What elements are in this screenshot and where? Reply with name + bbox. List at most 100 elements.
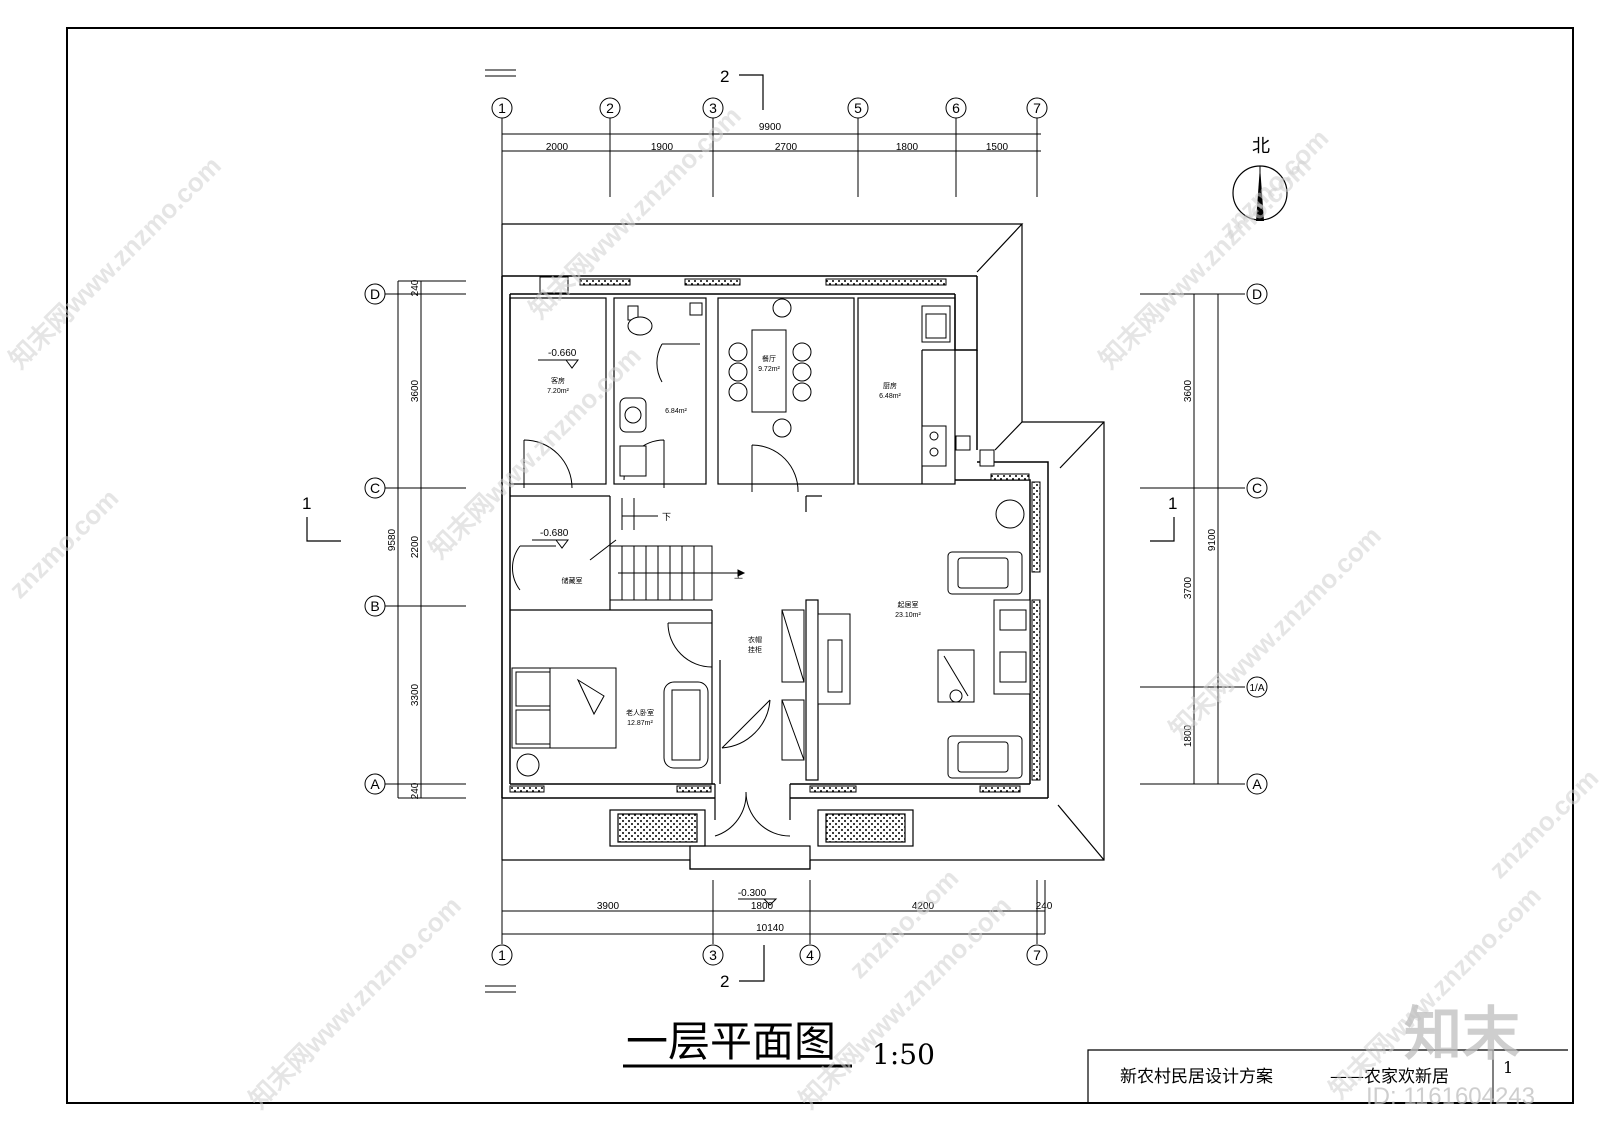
- watermark-text: znzmo.com: [1483, 763, 1600, 884]
- project-name: 新农村民居设计方案: [1120, 1067, 1273, 1087]
- bath-area: 6.84m²: [665, 408, 687, 415]
- watermark-brand-logo: 知末: [1404, 1002, 1520, 1067]
- svg-text:7: 7: [1033, 947, 1041, 963]
- kitchen-area: 6.48m²: [879, 393, 901, 400]
- watermark-text: 知末网www.znzmo.com: [1163, 520, 1387, 744]
- svg-text:7: 7: [1033, 100, 1041, 116]
- watermark-id: ID: 1161604243: [1366, 1083, 1535, 1110]
- title-block: 新农村民居设计方案 ——农家欢新居 1: [1087, 1049, 1568, 1103]
- window-right-top: [1031, 481, 1041, 573]
- axis-bubble-right-1A: 1/A: [1246, 676, 1268, 698]
- axis-bubble-left-B: B: [364, 595, 386, 617]
- guest-room-name: 客房: [551, 376, 565, 385]
- axis-bubble-top-5: 5: [847, 97, 869, 119]
- axis-bubble-bottom-7: 7: [1026, 944, 1048, 966]
- window-top-2: [579, 278, 631, 286]
- stairs-up-label: 上: [734, 570, 743, 580]
- kitchen-name: 厨房: [883, 381, 897, 390]
- left-total-dim: 9580: [387, 528, 398, 551]
- svg-text:5: 5: [854, 100, 862, 116]
- bottom-dim-4: 240: [1036, 901, 1053, 912]
- living-name: 起居室: [898, 600, 919, 609]
- window-right-upper: [990, 473, 1030, 481]
- top-dim-5: 1500: [986, 142, 1009, 153]
- window-bottom-4: [979, 785, 1021, 793]
- room-labels: 客房 7.20m² 6.84m² 餐厅 9.72m² 厨房 6.48m² 起居室…: [547, 354, 921, 727]
- bottom-total-dim: 10140: [756, 923, 784, 934]
- bottom-dim-labels: 3900 1800 4200 240 10140 -0.300: [597, 888, 1053, 934]
- watermark-layer: 知末网www.znzmo.com 知末网www.znzmo.com 知末网www…: [3, 100, 1600, 1114]
- axis-bubble-right-C: C: [1246, 477, 1268, 499]
- svg-text:C: C: [1252, 480, 1262, 496]
- project-subtitle: ——农家欢新居: [1330, 1067, 1449, 1087]
- svg-text:6: 6: [952, 100, 960, 116]
- svg-text:4: 4: [806, 947, 814, 963]
- section-mark-1-right: 1: [1150, 494, 1177, 542]
- bottom-axis-bubbles: 1 3 4 7: [491, 944, 1048, 966]
- svg-text:1: 1: [302, 494, 311, 513]
- watermark-text: 知末网www.znzmo.com: [243, 890, 467, 1114]
- watermark-brand: 知末 ID: 1161604243: [1366, 1002, 1535, 1110]
- right-dimensions: [1140, 293, 1245, 785]
- bottom-dim-1: 3900: [597, 901, 620, 912]
- window-bottom-3: [809, 785, 857, 793]
- axis-bubble-right-A: A: [1246, 773, 1268, 795]
- svg-text:3: 3: [709, 100, 717, 116]
- right-dim-3600: 3600: [1183, 379, 1194, 402]
- left-dim-3300: 3300: [410, 683, 421, 706]
- axis-bubble-bottom-4: 4: [799, 944, 821, 966]
- entry-level: -0.300: [738, 888, 767, 899]
- top-axis-bubbles: 1 2 3 5 6 7: [491, 97, 1048, 119]
- bottom-dim-2: 1800: [751, 901, 774, 912]
- svg-text:1/A: 1/A: [1249, 683, 1264, 694]
- dining-name: 餐厅: [762, 354, 776, 363]
- svg-text:1: 1: [498, 100, 506, 116]
- watermark-text: znzmo.com: [3, 483, 124, 604]
- left-axis-bubbles: D C B A: [364, 283, 386, 795]
- top-dim-3: 2700: [775, 142, 798, 153]
- plan-scale: 1:50: [872, 1038, 935, 1071]
- living-area: 23.10m²: [895, 612, 921, 619]
- svg-text:2: 2: [720, 972, 729, 991]
- storage-level: -0.680: [540, 528, 569, 539]
- axis-bubble-bottom-3: 3: [702, 944, 724, 966]
- svg-text:A: A: [370, 776, 380, 792]
- window-bottom-2: [676, 785, 712, 793]
- closet-label-2: 挂柜: [748, 645, 762, 654]
- watermark-text: znzmo.com: [1213, 123, 1334, 244]
- dining-area: 9.72m²: [758, 366, 780, 373]
- section-mark-2-bottom: 2: [720, 945, 765, 991]
- axis-bubble-left-A: A: [364, 773, 386, 795]
- shower: [619, 445, 647, 477]
- master-name: 老人卧室: [626, 708, 654, 717]
- furniture: [511, 298, 1031, 779]
- left-dim-240-top: 240: [410, 279, 421, 296]
- svg-text:D: D: [370, 286, 380, 302]
- top-dim-2: 1900: [651, 142, 674, 153]
- top-dim-1: 2000: [546, 142, 569, 153]
- axis-bubble-top-3: 3: [702, 97, 724, 119]
- window-top-4: [825, 278, 947, 286]
- svg-text:1: 1: [498, 947, 506, 963]
- top-dimensions: [485, 69, 1041, 224]
- section-mark-2-top: 2: [720, 67, 764, 110]
- top-dim-labels: 9900 2000 1900 2700 1800 1500: [546, 122, 1009, 153]
- top-total-dim: 9900: [759, 122, 782, 133]
- svg-text:D: D: [1252, 286, 1262, 302]
- guest-room-area: 7.20m²: [547, 388, 569, 395]
- svg-text:A: A: [1252, 776, 1262, 792]
- svg-text:1: 1: [1168, 494, 1177, 513]
- entry-level-marker: [738, 898, 778, 906]
- north-label: 北: [1252, 136, 1270, 156]
- north-arrow: 北: [1232, 136, 1288, 221]
- axis-bubble-right-D: D: [1246, 283, 1268, 305]
- window-right-side: [1031, 599, 1041, 781]
- svg-text:2: 2: [606, 100, 614, 116]
- closet-label-1: 衣帽: [748, 635, 762, 644]
- bottom-dimensions: [485, 860, 1046, 993]
- axis-bubble-left-D: D: [364, 283, 386, 305]
- right-axis-bubbles: D C 1/A A: [1246, 283, 1268, 795]
- entry-planters: [609, 809, 914, 870]
- watermark-text: 知末网www.znzmo.com: [423, 340, 647, 564]
- svg-text:3: 3: [709, 947, 717, 963]
